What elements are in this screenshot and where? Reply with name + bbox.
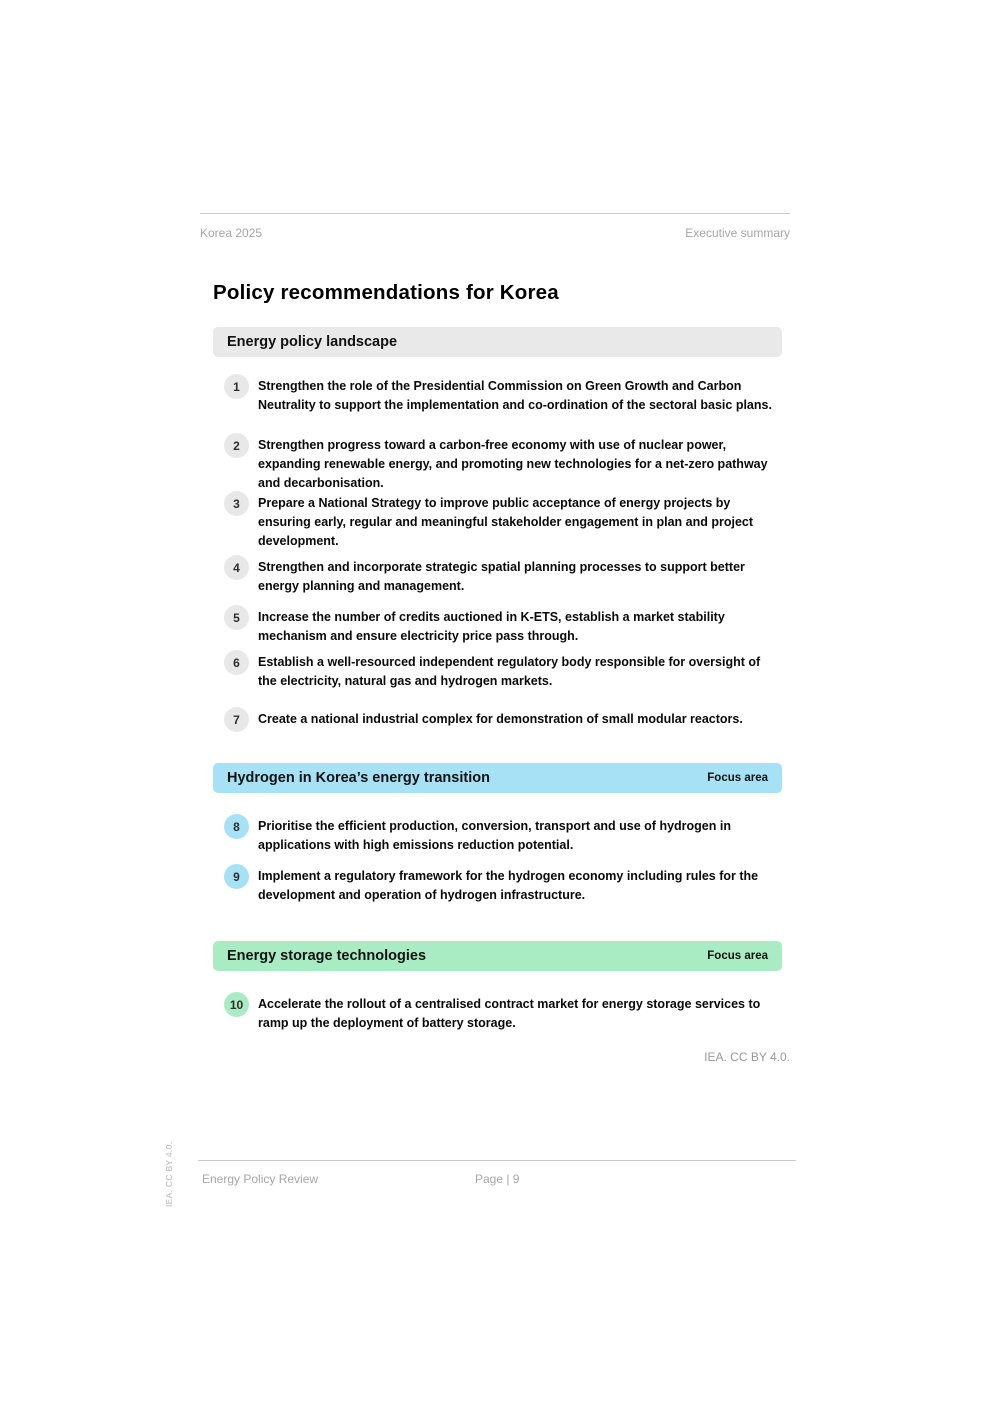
item-number-badge: 6 (224, 650, 249, 675)
recommendation-1: 1 Strengthen the role of the Presidentia… (224, 374, 776, 415)
item-number-badge: 9 (224, 864, 249, 889)
recommendation-text: Accelerate the rollout of a centralised … (258, 997, 761, 1030)
item-number-badge: 4 (224, 555, 249, 580)
recommendation-text: Prioritise the efficient production, con… (258, 819, 731, 852)
footer-page-number: Page | 9 (475, 1172, 520, 1186)
running-header-left: Korea 2025 (200, 226, 263, 240)
recommendation-text: Implement a regulatory framework for the… (258, 869, 759, 902)
recommendation-text: Increase the number of credits auctioned… (258, 610, 725, 643)
recommendation-7: 7 Create a national industrial complex f… (224, 707, 776, 732)
running-header-right: Executive summary (685, 226, 790, 240)
focus-area-label: Focus area (707, 950, 768, 962)
recommendation-9: 9 Implement a regulatory framework for t… (224, 864, 776, 905)
page-title: Policy recommendations for Korea (213, 281, 559, 304)
recommendation-text: Create a national industrial complex for… (258, 712, 743, 726)
section-header-energy-storage: Energy storage technologies Focus area (213, 941, 782, 971)
footer-document-title: Energy Policy Review (202, 1172, 319, 1186)
section-label: Energy storage technologies (227, 948, 427, 964)
recommendation-text: Strengthen the role of the Presidential … (258, 379, 772, 412)
focus-area-label: Focus area (707, 772, 768, 784)
recommendation-8: 8 Prioritise the efficient production, c… (224, 814, 776, 855)
recommendation-6: 6 Establish a well-resourced independent… (224, 650, 776, 691)
running-header: Korea 2025 Executive summary (200, 226, 790, 240)
item-number-badge: 3 (224, 491, 249, 516)
sidebar-license-credit: IEA. CC BY 4.0. (164, 1141, 174, 1207)
item-number-badge: 5 (224, 605, 249, 630)
recommendation-10: 10 Accelerate the rollout of a centralis… (224, 992, 776, 1033)
recommendation-text: Strengthen and incorporate strategic spa… (258, 560, 745, 593)
recommendation-5: 5 Increase the number of credits auction… (224, 605, 776, 646)
recommendation-text: Strengthen progress toward a carbon-free… (258, 438, 768, 490)
recommendation-3: 3 Prepare a National Strategy to improve… (224, 491, 776, 551)
item-number-badge: 1 (224, 374, 249, 399)
section-header-hydrogen: Hydrogen in Korea’s energy transition Fo… (213, 763, 782, 793)
license-credit: IEA. CC BY 4.0. (704, 1050, 790, 1064)
footer-divider (198, 1160, 796, 1161)
section-header-energy-policy-landscape: Energy policy landscape (213, 327, 782, 357)
recommendation-text: Establish a well-resourced independent r… (258, 655, 761, 688)
recommendation-text: Prepare a National Strategy to improve p… (258, 496, 754, 548)
header-divider (200, 213, 790, 214)
item-number-badge: 7 (224, 707, 249, 732)
recommendation-4: 4 Strengthen and incorporate strategic s… (224, 555, 776, 596)
recommendation-2: 2 Strengthen progress toward a carbon-fr… (224, 433, 776, 493)
item-number-badge: 8 (224, 814, 249, 839)
item-number-badge: 2 (224, 433, 249, 458)
item-number-badge: 10 (224, 992, 249, 1017)
section-label: Hydrogen in Korea’s energy transition (227, 770, 490, 786)
section-label: Energy policy landscape (227, 334, 398, 350)
